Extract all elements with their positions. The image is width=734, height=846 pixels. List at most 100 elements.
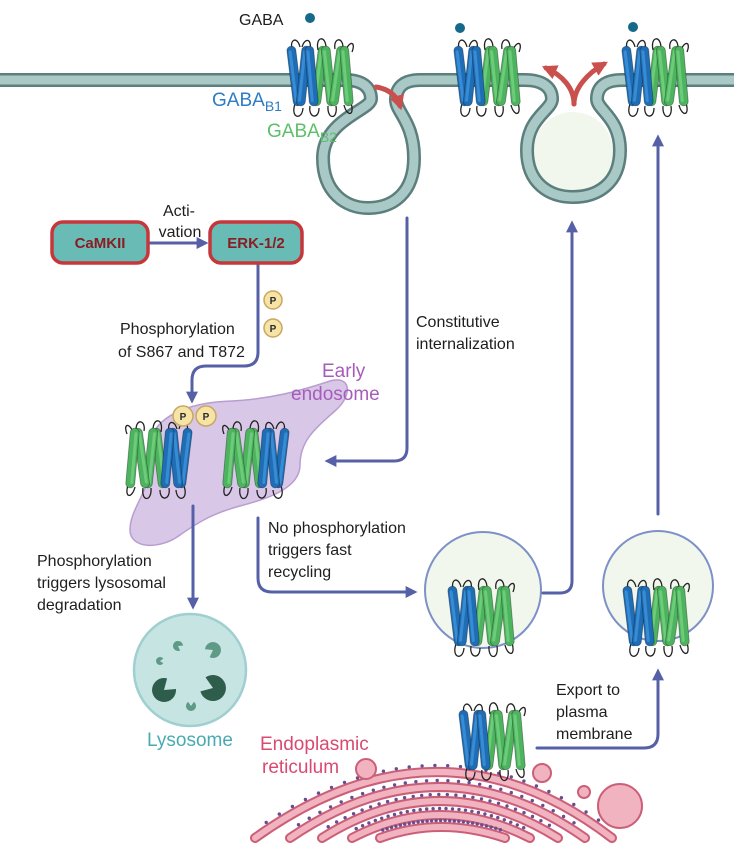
- receptor-loop: [223, 484, 233, 497]
- ribosome-dot: [339, 800, 343, 804]
- erk-box: ERK-1/2: [208, 220, 304, 265]
- gaba-ligand-dot: [305, 13, 315, 23]
- ribosome-dot: [389, 825, 394, 830]
- pathway-arrows: [148, 134, 664, 750]
- gaba-b2-helix: [500, 585, 515, 647]
- gaba-b2-helix-highlight: [508, 50, 516, 103]
- receptor-loop: [239, 487, 249, 500]
- erk-label: ERK-1/2: [227, 235, 285, 252]
- receptor-loop: [651, 38, 662, 51]
- ribosome-dot: [559, 796, 564, 800]
- receptor-loop: [470, 645, 481, 657]
- export-label-line: plasma: [556, 704, 608, 721]
- ribosome-dot: [412, 808, 416, 813]
- erk-box-shape: [208, 220, 304, 265]
- ribosome-dot: [489, 814, 494, 818]
- receptor-loop: [504, 642, 514, 655]
- ribosome-dot: [407, 765, 411, 769]
- ribosome-dot: [343, 816, 347, 820]
- lysosome-content: [205, 642, 221, 659]
- recycling-pit-lumen: [533, 112, 613, 192]
- ribosome-dot: [509, 790, 513, 795]
- ribosome-dot: [456, 779, 461, 784]
- gaba-b2-helix-highlight: [331, 50, 342, 102]
- gaba-b2-helix-highlight: [503, 714, 514, 766]
- ribosome-dot: [513, 807, 518, 811]
- gaba-b2-helix-highlight: [677, 590, 685, 643]
- gaba-b1-helix-highlight: [623, 50, 633, 102]
- receptor-loop: [488, 702, 499, 715]
- phosphate-circle: [195, 405, 217, 427]
- receptor-loop: [510, 102, 520, 115]
- receptor-loop: [679, 642, 689, 655]
- ribosome-dot: [541, 803, 545, 808]
- gaba-b1-helix-highlight: [478, 714, 486, 767]
- ribosome-dot: [437, 806, 442, 811]
- phosphorylation-sites-label-line: Phosphorylation: [120, 321, 235, 338]
- ribosome-dot: [380, 816, 384, 820]
- gaba-ligand-dot: [455, 23, 465, 33]
- lysosome-content: [200, 675, 226, 702]
- phosphate-letter: P: [270, 324, 277, 335]
- receptor-loop: [476, 105, 487, 117]
- gaba-b2-subscript: B2: [320, 129, 337, 145]
- gaba-b1-helix: [160, 427, 175, 489]
- gaba-b1-helix-highlight: [181, 432, 191, 484]
- ribosome-dot: [452, 819, 456, 823]
- receptor-loop: [175, 485, 186, 499]
- receptor-loop: [272, 485, 283, 499]
- gaba-b2-helix: [222, 427, 237, 489]
- ribosome-dot: [467, 780, 471, 785]
- receptor-loop: [629, 643, 640, 657]
- gaba-b1-helix: [639, 45, 654, 107]
- gaba-b2-helix-highlight: [659, 590, 668, 643]
- ribosome-dot: [367, 821, 371, 825]
- receptor-loop: [152, 420, 163, 433]
- receptor-loop: [488, 645, 498, 658]
- ribosome-dot: [596, 818, 601, 822]
- ribosome-dot: [470, 809, 474, 813]
- ribosome-dot: [329, 785, 334, 790]
- gaba-b-receptor: [286, 38, 354, 118]
- lysosome-content: [156, 657, 164, 665]
- ribosome-dot: [354, 826, 358, 831]
- phosphate-circle: [263, 290, 283, 310]
- receptor-loop: [662, 105, 672, 118]
- receptor-loop: [159, 487, 170, 499]
- gaba-b2-helix-highlight: [227, 432, 235, 485]
- ribosome-dot: [371, 788, 375, 792]
- ribosome-dot: [382, 785, 386, 789]
- er-cisterna: [252, 769, 615, 841]
- lysosome-label: Lysosome: [147, 730, 233, 751]
- phosphate-letter: P: [203, 412, 210, 423]
- ribosome-dot: [484, 824, 489, 828]
- ribosome-dot: [277, 812, 281, 816]
- receptor-loop: [678, 102, 688, 115]
- ribosome-dot: [530, 814, 535, 819]
- ribosome-dot: [458, 764, 463, 769]
- gaba-b1-helix-highlight: [641, 50, 649, 103]
- ribosome-dot: [483, 812, 487, 816]
- ribosome-dot: [318, 810, 322, 814]
- receptor-loop: [334, 39, 344, 50]
- gaba-b2-helix-highlight: [676, 50, 684, 103]
- ribosome-dot: [561, 814, 566, 819]
- ribosome-dot: [424, 779, 429, 783]
- gaba-ligand-dot: [628, 22, 638, 32]
- ribosome-dot: [411, 794, 415, 799]
- receptor-loop: [652, 578, 663, 591]
- ribosome-dot: [479, 797, 484, 801]
- gaba-b2-helix-highlight: [490, 50, 499, 103]
- gaba-b1-helix: [471, 45, 486, 107]
- receptor-loop: [670, 579, 680, 590]
- receptor-loop: [663, 645, 673, 658]
- gaba-b1-helix-highlight: [624, 590, 634, 642]
- ribosome-dot: [385, 827, 389, 831]
- ribosome-dot: [446, 779, 450, 783]
- gaba-b1-helix-highlight: [459, 589, 468, 642]
- ribosome-dot: [443, 818, 447, 823]
- gaba-b2-helix-highlight: [495, 714, 504, 767]
- gaba-b2-helix-highlight: [244, 432, 253, 485]
- gaba-b2-helix-highlight: [323, 50, 332, 103]
- plasma-membrane-bilayer: [0, 75, 734, 213]
